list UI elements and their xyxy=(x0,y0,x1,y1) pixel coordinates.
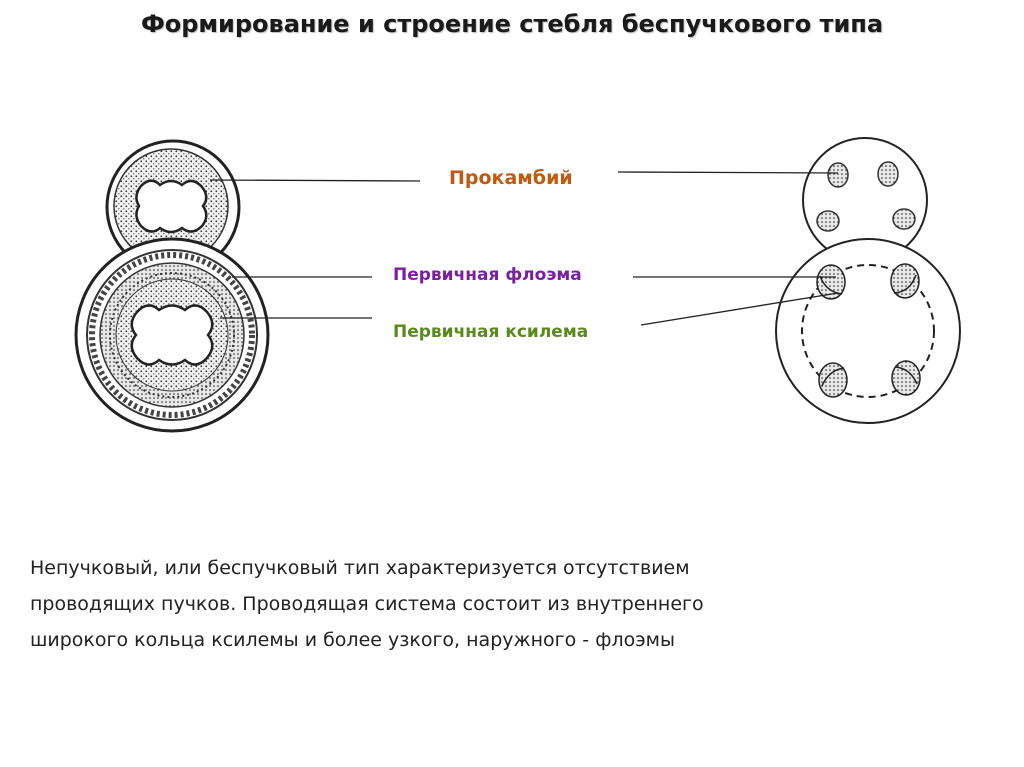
procambium-left-leader xyxy=(209,179,421,182)
left-lower-section xyxy=(74,237,270,433)
procambium-right-leader xyxy=(617,171,839,174)
description-line-3: широкого кольца ксилемы и более узкого, … xyxy=(30,629,675,651)
description: Непучковый, или беспучковый тип характер… xyxy=(30,550,850,658)
left-upper-section xyxy=(105,139,241,275)
leader-lines xyxy=(209,171,839,326)
label-primary-xylem: Первичная ксилема xyxy=(393,322,589,342)
description-line-2: проводящих пучков. Проводящая система со… xyxy=(30,593,704,615)
label-procambium: Прокамбий xyxy=(449,167,573,189)
slide-title: Формирование и строение стебля беспучков… xyxy=(140,10,884,38)
label-primary-phloem: Первичная флоэма xyxy=(393,265,582,285)
description-line-1: Непучковый, или беспучковый тип характер… xyxy=(30,557,690,579)
right-lower-section xyxy=(775,238,961,424)
xylem-right-leader xyxy=(640,292,839,326)
